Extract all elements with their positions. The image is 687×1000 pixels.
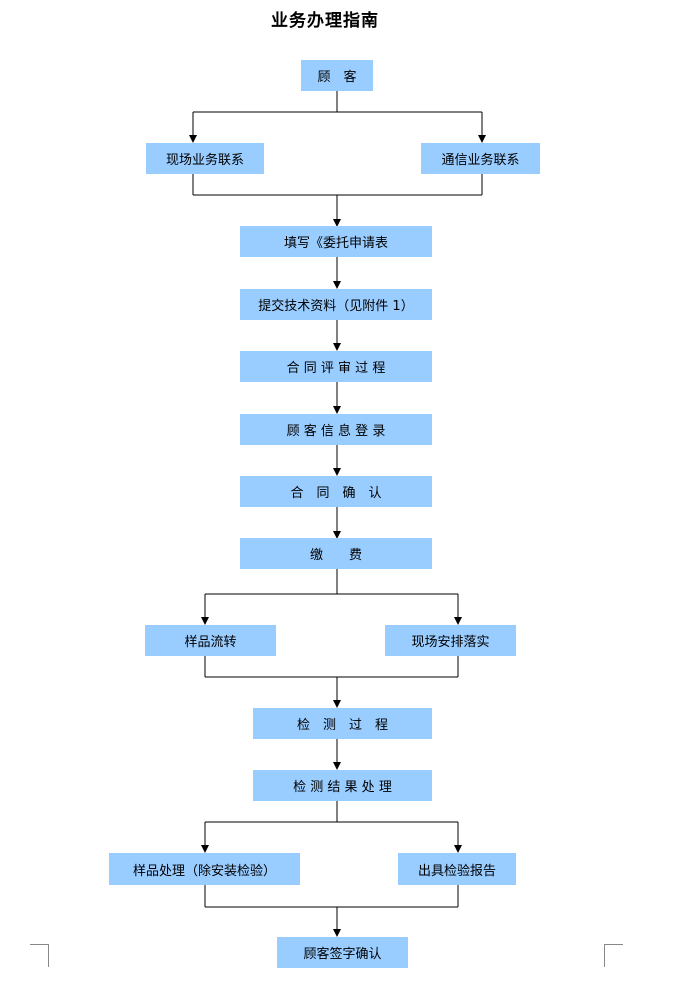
node-customer-info: 顾 客 信 息 登 录	[240, 414, 432, 445]
page-corner-mark-left	[30, 944, 49, 967]
node-payment: 缴 费	[240, 538, 432, 569]
node-testing-process: 检 测 过 程	[253, 708, 432, 739]
node-result-processing: 检 测 结 果 处 理	[253, 770, 432, 801]
node-issue-report: 出具检验报告	[398, 853, 516, 885]
page-corner-mark-right	[604, 944, 623, 967]
page-title: 业务办理指南	[271, 11, 379, 31]
node-contract-confirm: 合 同 确 认	[240, 476, 432, 507]
node-sample-handling: 样品处理（除安装检验）	[109, 853, 300, 885]
node-customer: 顾 客	[301, 60, 373, 91]
node-mail-contact: 通信业务联系	[421, 143, 540, 174]
node-submit-docs: 提交技术资料（见附件 1）	[240, 289, 432, 320]
node-sample-transfer: 样品流转	[145, 625, 276, 656]
node-contract-review: 合 同 评 审 过 程	[240, 351, 432, 382]
node-onsite-arrange: 现场安排落实	[385, 625, 516, 656]
node-customer-sign: 顾客签字确认	[277, 937, 408, 968]
node-onsite-contact: 现场业务联系	[146, 143, 264, 174]
node-fill-form: 填写《委托申请表	[240, 226, 432, 257]
